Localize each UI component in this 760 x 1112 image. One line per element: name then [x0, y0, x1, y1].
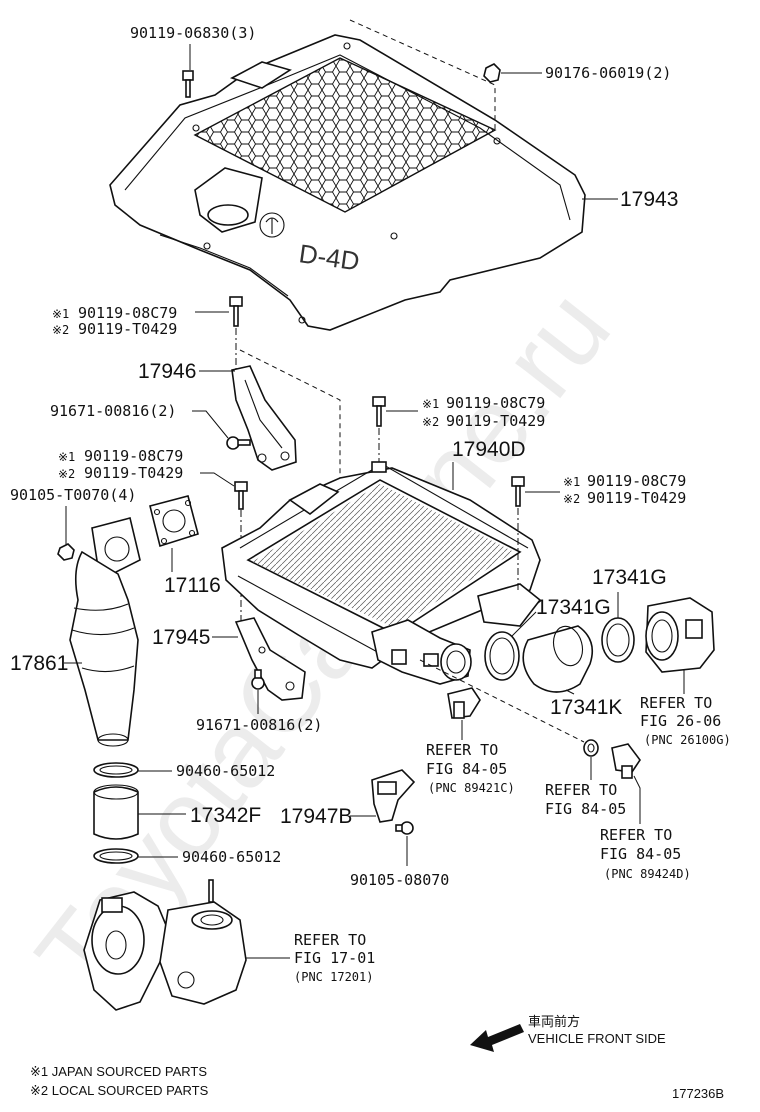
engine-cover-17943: D-4D [109, 34, 586, 331]
ref-84-05-a-line2: FIG 84-05 [426, 760, 507, 778]
ref-84-05-c-line1: REFER TO [600, 826, 672, 844]
ref-17-01-line1: REFER TO [294, 931, 366, 949]
bolt-icon [511, 476, 525, 507]
clamp-17341G-left [484, 631, 520, 681]
clamp-upper [93, 762, 139, 778]
bolt-icon [372, 396, 386, 427]
ref-84-05-a-line3: (PNC 89421C) [428, 781, 515, 795]
gasket-17116 [149, 495, 199, 548]
label-17116: 17116 [164, 574, 221, 597]
direction-en: VEHICLE FRONT SIDE [528, 1031, 666, 1046]
label-91671-00816-upper: 91671-00816(2) [50, 402, 176, 420]
mark-local: ※2 [52, 323, 69, 337]
figure-id: 177236B [672, 1086, 724, 1101]
label-90460-65012-lower: 90460-65012 [182, 848, 281, 866]
bolt-icon [226, 436, 251, 450]
label-90119-08C79: 90119-08C79 [78, 304, 177, 322]
label-17342F: 17342F [190, 804, 261, 827]
ref-84-05-b-line2: FIG 84-05 [545, 800, 626, 818]
label-90119-08C79-center: 90119-08C79 [446, 394, 545, 412]
hose-17342F [93, 784, 139, 840]
label-17940D: 17940D [452, 438, 526, 461]
label-17945: 17945 [152, 626, 210, 649]
label-17943: 17943 [620, 188, 678, 211]
label-17341G-right: 17341G [592, 566, 667, 589]
hose-17341K [522, 625, 594, 693]
bolt-icon [251, 669, 265, 690]
label-17947B: 17947B [280, 805, 352, 828]
bolt-icon [395, 821, 414, 835]
bolt-icon [234, 481, 248, 510]
ref-26-06-line2: FIG 26-06 [640, 712, 721, 730]
clamp-17341G-right [601, 617, 635, 663]
mark-local: ※2 [563, 492, 580, 506]
nut-icon [483, 63, 501, 83]
ref-84-05-c-line2: FIG 84-05 [600, 845, 681, 863]
label-90105-08070: 90105-08070 [350, 871, 449, 889]
label-17946: 17946 [138, 360, 196, 383]
hex-grille [193, 57, 497, 213]
label-90105-T0070: 90105-T0070(4) [10, 486, 136, 504]
bolt-icon [229, 296, 243, 327]
ref-17-01-line2: FIG 17-01 [294, 949, 375, 967]
pipe-17861 [69, 517, 141, 747]
sensor-89424D [611, 743, 641, 779]
label-90119-T0429-center: 90119-T0429 [446, 412, 545, 430]
ref-26-06-line1: REFER TO [640, 694, 712, 712]
mark-jp: ※1 [422, 397, 439, 411]
mark-local: ※2 [422, 415, 439, 429]
mark-local: ※2 [58, 467, 75, 481]
sensor-89421C [447, 687, 481, 719]
label-17861: 17861 [10, 652, 68, 675]
throttle-body [645, 597, 715, 673]
label-90119-08C79-left: 90119-08C79 [84, 447, 183, 465]
ref-84-05-c-line3: (PNC 89424D) [604, 867, 691, 881]
mark-jp: ※1 [563, 475, 580, 489]
footnote-1: ※1 JAPAN SOURCED PARTS [30, 1064, 207, 1079]
footnote-2: ※2 LOCAL SOURCED PARTS [30, 1083, 209, 1098]
bolt-icon [182, 70, 194, 98]
ref-84-05-b-line1: REFER TO [545, 781, 617, 799]
nut-icon [57, 543, 75, 561]
label-91671-00816-lower: 91671-00816(2) [196, 716, 322, 734]
bracket-17947B [371, 769, 416, 823]
intercooler-17940D [221, 461, 542, 685]
label-90176-06019: 90176-06019(2) [545, 64, 671, 82]
label-90119-T0429-right: 90119-T0429 [587, 489, 686, 507]
ref-17-01-line3: (PNC 17201) [294, 970, 373, 984]
label-90119-06830: 90119-06830(3) [130, 24, 256, 42]
turbocharger [83, 879, 247, 1011]
bracket-17946 [231, 365, 297, 471]
label-90119-T0429-left: 90119-T0429 [84, 464, 183, 482]
label-17341K: 17341K [550, 696, 622, 719]
clamp-lower [93, 848, 139, 864]
front-direction-arrow-icon [470, 1024, 524, 1052]
label-90119-T0429: 90119-T0429 [78, 320, 177, 338]
ref-26-06-line3: (PNC 26100G) [644, 733, 731, 747]
ring-icon [583, 739, 599, 757]
label-90460-65012-upper: 90460-65012 [176, 762, 275, 780]
direction-jp: 車両前方 [528, 1014, 580, 1029]
mark-jp: ※1 [58, 450, 75, 464]
ref-84-05-a-line1: REFER TO [426, 741, 498, 759]
label-17341G-left: 17341G [536, 596, 611, 619]
label-90119-08C79-right: 90119-08C79 [587, 472, 686, 490]
mark-jp: ※1 [52, 307, 69, 321]
